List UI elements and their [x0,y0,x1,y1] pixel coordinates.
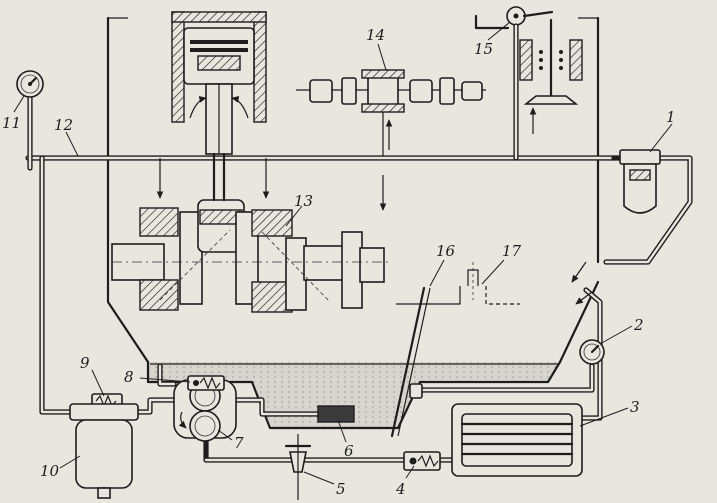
oil-cooler [451,403,583,477]
label-15: 15 [474,40,493,58]
label-12: 12 [54,116,73,134]
label-11: 11 [2,114,21,132]
label-14: 14 [366,26,385,44]
sump-fitting [409,383,423,399]
label-17: 17 [502,242,522,260]
drain-cock [284,434,312,500]
crankshaft [111,199,392,313]
label-8: 8 [124,368,134,386]
valve-train [474,6,583,134]
pressure-relief-valve [187,375,225,391]
callouts: 1 2 3 4 5 6 7 8 9 10 11 12 13 14 15 16 1 [2,21,676,498]
label-16: 16 [436,242,456,260]
label-3: 3 [630,398,640,416]
oil-lines [25,23,693,463]
label-1: 1 [666,108,676,126]
label-2: 2 [633,316,644,334]
label-6: 6 [344,442,354,460]
label-7: 7 [234,434,244,452]
label-13: 13 [294,192,313,210]
label-4: 4 [395,480,406,498]
label-10: 10 [40,462,60,480]
pressure-gauge-icon [16,70,44,98]
label-5: 5 [336,480,346,498]
oil-intake-strainer [317,405,355,423]
centrifugal-oil-filter [619,149,661,214]
oil-pressure-gauge-icon [579,339,605,365]
label-9: 9 [80,354,90,372]
cooler-valve [403,451,441,471]
full-flow-oil-filter [69,403,139,499]
piston-cylinder [171,11,267,155]
camshaft [296,69,486,211]
